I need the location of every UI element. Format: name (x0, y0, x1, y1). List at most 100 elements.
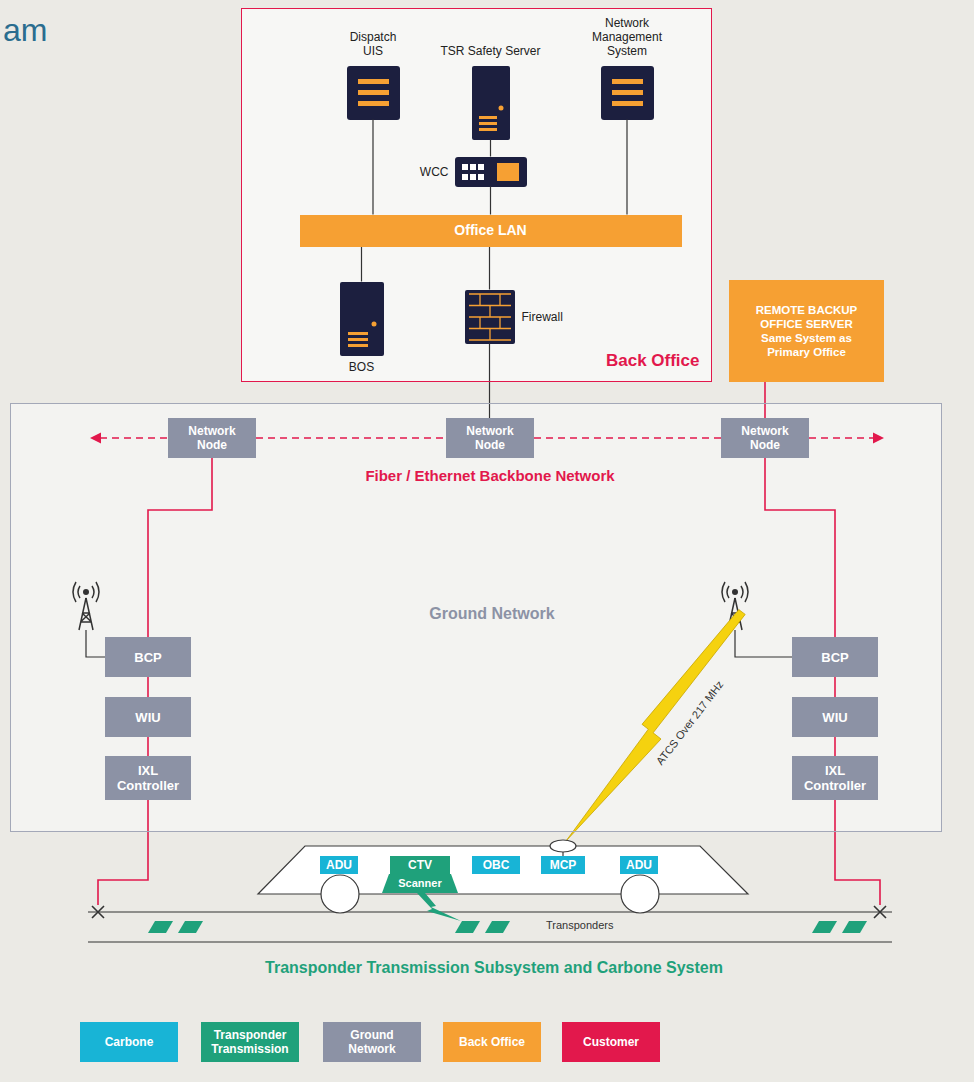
connector (765, 458, 835, 637)
legend-swatch: Carbone (80, 1022, 178, 1062)
server-led (372, 322, 377, 327)
connector (534, 437, 721, 439)
screen-bar (612, 101, 643, 106)
server-slot (348, 338, 368, 341)
adu-box: ADU (620, 856, 658, 874)
server-tower (472, 66, 510, 140)
transponder (842, 921, 867, 933)
transponder (812, 921, 837, 933)
node-label: Office LAN (454, 222, 526, 239)
screen-bar (612, 79, 643, 84)
server-led (499, 106, 504, 111)
server-icon (472, 66, 510, 140)
legend-swatch: Transponder Transmission (201, 1022, 299, 1062)
track-wire (835, 800, 880, 905)
screen-bar (358, 101, 389, 106)
node-label: Ground Network (372, 604, 612, 624)
nms-monitor: Network Management System (601, 66, 654, 120)
ground-network-ground (11, 404, 941, 831)
node-label: ADU (326, 858, 352, 872)
transponder-set (148, 921, 867, 933)
server-slot (348, 332, 368, 335)
node-label: Network Node (181, 424, 243, 452)
backup-server-box: REMOTE BACKUP OFFICE SERVERSame System a… (729, 280, 884, 382)
legend-label: Transponder Transmission (208, 1028, 292, 1056)
page-title: am (3, 12, 47, 48)
monitor-screen (601, 66, 654, 120)
legend-label: Ground Network (330, 1028, 414, 1056)
connector (489, 247, 490, 290)
screen-bar (612, 90, 643, 95)
switch-symbol (92, 906, 104, 918)
legend-swatch: Customer (562, 1022, 660, 1062)
antenna-tip (83, 589, 89, 595)
node-label: BOS (337, 360, 387, 374)
node-label: MCP (550, 858, 577, 872)
track-wire (98, 800, 148, 905)
legend-label: Back Office (459, 1035, 525, 1049)
back-office-ground (242, 9, 711, 381)
scanner-shape: Scanner (382, 874, 458, 893)
connector (372, 120, 373, 215)
connector (148, 458, 212, 637)
node-label: Network Management System (585, 16, 669, 58)
office-lan-bar: Office LAN (300, 215, 682, 247)
wcc-cell (470, 164, 476, 170)
wcc-icon (455, 157, 527, 187)
wheel (321, 875, 359, 913)
arrow-head (90, 433, 101, 444)
connector (361, 247, 362, 282)
monitor-screen (347, 66, 400, 120)
arrow-head (873, 433, 884, 444)
section-caption: Transponder Transmission Subsystem and C… (174, 958, 814, 978)
server-slot (479, 122, 497, 125)
bos-server: BOS (340, 282, 384, 356)
wcc-unit: WCC (455, 157, 527, 187)
ctv-box: CTV (390, 856, 450, 874)
antenna-wire (86, 630, 105, 657)
connector (834, 677, 836, 697)
antenna-wire (735, 630, 792, 657)
legend-swatch: Back Office (443, 1022, 541, 1062)
wcc-cell (462, 174, 468, 180)
firewall-bricks (469, 294, 511, 340)
screen-bar (358, 90, 389, 95)
network-node: Network Node (446, 418, 534, 458)
node-label: ADU (626, 858, 652, 872)
server-slot (348, 344, 368, 347)
legend-label: Customer (583, 1035, 639, 1049)
roof-antenna (550, 840, 576, 852)
transponder (178, 921, 203, 933)
screen-bar (358, 79, 389, 84)
node-label: Scanner (398, 877, 441, 890)
radio-link-label: ATCS Over 217 MHz (653, 678, 726, 767)
wcc-cell (462, 164, 468, 170)
connector (256, 437, 446, 439)
server-tower (340, 282, 384, 356)
wcc-cell (470, 174, 476, 180)
node-label: WCC (399, 165, 449, 179)
mcp-box: MCP (541, 856, 585, 874)
node-label: Network Node (734, 424, 796, 452)
node-label: OBC (483, 858, 510, 872)
antenna-mast (79, 598, 93, 630)
adu-box: ADU (320, 856, 358, 874)
connector (626, 120, 627, 215)
ixl-controller-box: IXL Controller (105, 756, 191, 800)
backbone-extension (809, 437, 873, 439)
wcc-panel (497, 163, 519, 181)
firewall-body (465, 290, 515, 344)
node-body: Same System as Primary Office (747, 331, 867, 359)
monitor-icon (601, 66, 654, 120)
bcp-box: BCP (105, 637, 191, 677)
node-label: TSR Safety Server (421, 44, 561, 58)
server-slot (479, 128, 497, 131)
legend-label: Carbone (105, 1035, 154, 1049)
wcc-cell (478, 164, 484, 170)
node-label: REMOTE BACKUP OFFICE SERVER (747, 303, 867, 331)
wiu-box: WIU (105, 697, 191, 737)
ixl-controller-box: IXL Controller (792, 756, 878, 800)
server-slot (479, 116, 497, 119)
